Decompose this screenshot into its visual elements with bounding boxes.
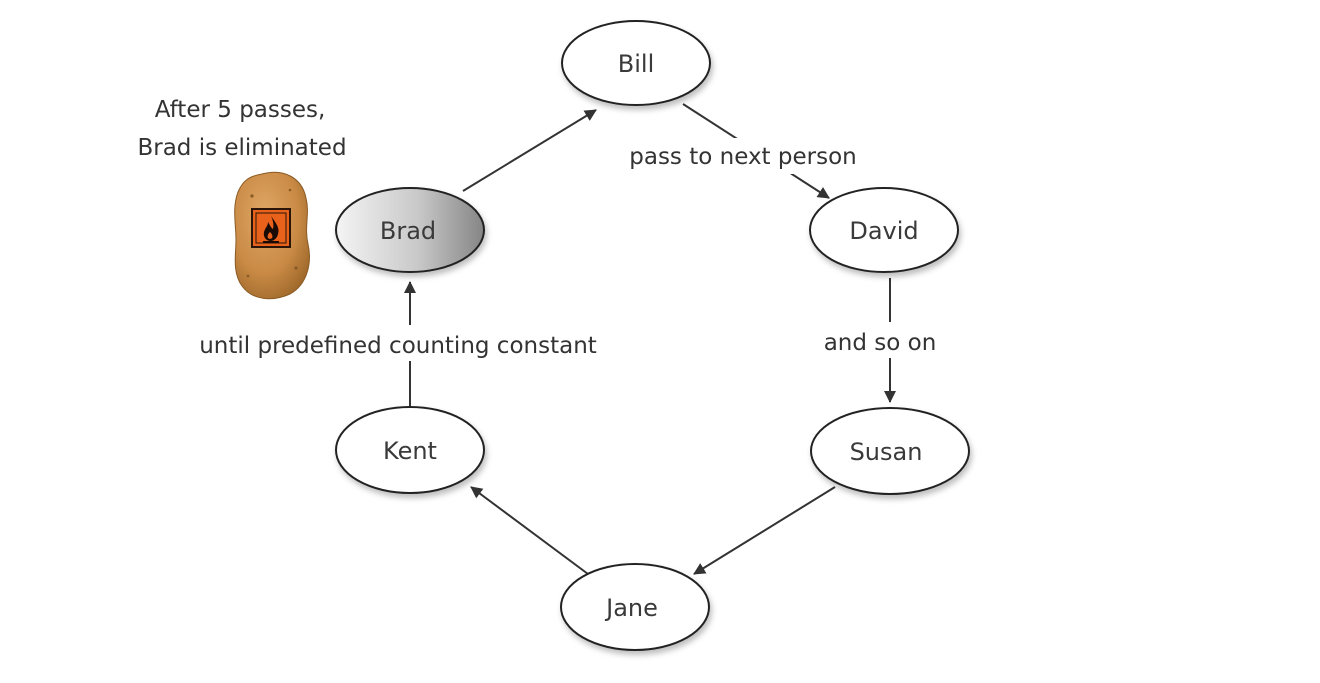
- flame-warning-icon: [251, 208, 291, 248]
- node-label-susan: Susan: [850, 438, 923, 466]
- edge-label-until-predefined-counting-constant: until predefined counting constant: [199, 333, 597, 359]
- edge-label-and-so-on: and so on: [824, 330, 937, 356]
- node-jane: [560, 563, 710, 651]
- node-label-brad: Brad: [380, 217, 436, 245]
- elimination-caption-line-1: After 5 passes,: [155, 97, 326, 123]
- node-label-kent: Kent: [383, 437, 437, 465]
- node-brad-eliminated: [335, 187, 485, 273]
- node-kent: [335, 406, 485, 494]
- node-label-david: David: [849, 217, 918, 245]
- node-david: [809, 187, 959, 273]
- edge-susan-to-jane: [693, 486, 836, 575]
- elimination-caption-line-2: Brad is eliminated: [137, 135, 346, 161]
- hot-potato-icon: [234, 171, 310, 300]
- node-susan: [810, 407, 970, 495]
- node-label-jane: Jane: [604, 594, 658, 622]
- edge-brad-to-bill: [462, 109, 597, 192]
- node-bill: [561, 20, 711, 106]
- node-label-bill: Bill: [618, 50, 654, 78]
- edge-jane-to-kent: [470, 486, 589, 575]
- edge-label-pass-to-next-person: pass to next person: [629, 144, 856, 170]
